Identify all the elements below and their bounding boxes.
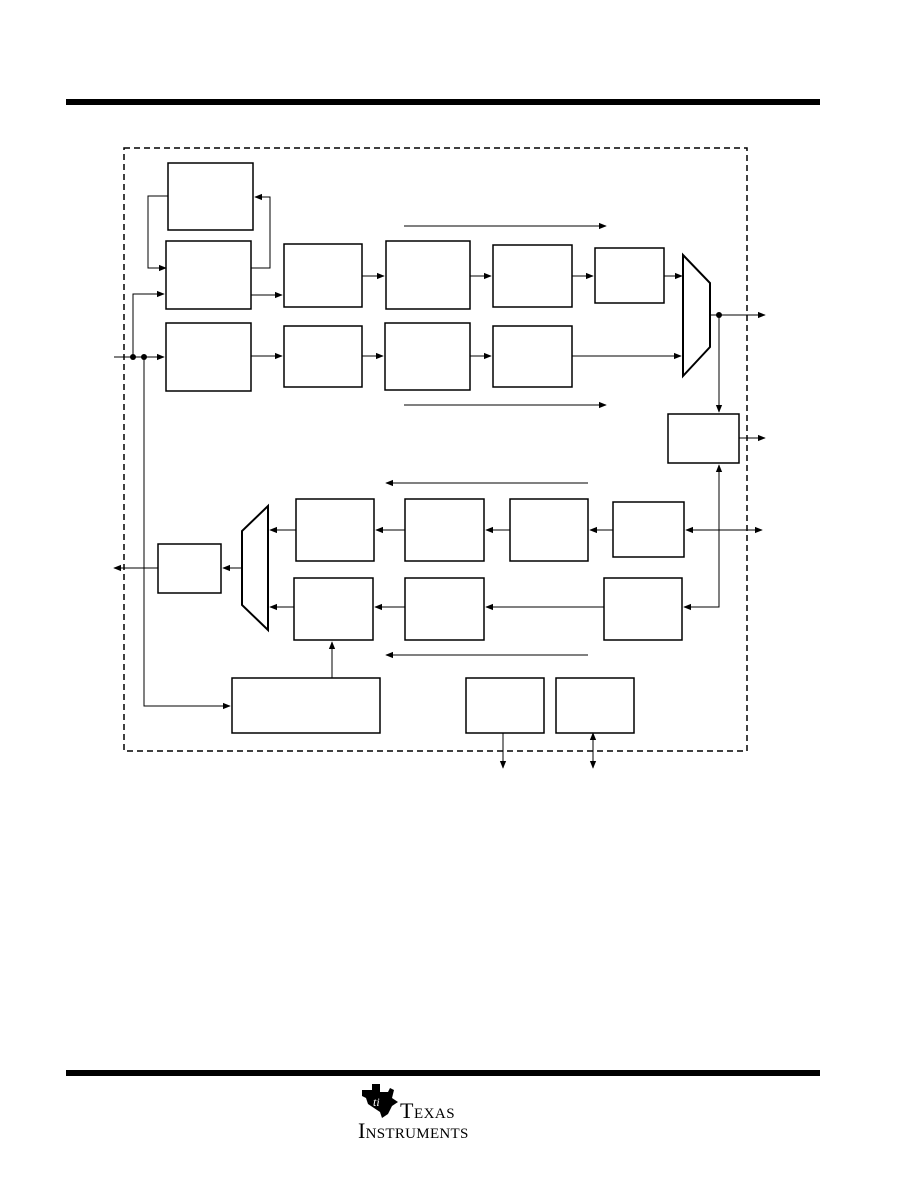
block-rx-out: [157, 543, 222, 594]
block-tx-a5: [594, 247, 665, 304]
logo-text-instruments: Instruments: [358, 1118, 469, 1143]
block-rx-b3: [603, 577, 683, 641]
header-rule: [66, 99, 820, 105]
block-top-aux: [167, 162, 254, 231]
block-ctrl-wide: [231, 677, 381, 734]
block-rx-a4: [612, 501, 685, 558]
block-io-2: [555, 677, 635, 734]
block-tx-b4: [492, 325, 573, 388]
function-blocks: [157, 162, 740, 734]
logo-text-texas: Texas: [400, 1098, 456, 1123]
footer-rule: [66, 1070, 820, 1076]
block-out-ctrl: [667, 413, 740, 464]
block-rx-a2: [404, 498, 485, 562]
junction-dots: [130, 312, 722, 360]
tx-mux: [682, 252, 711, 379]
svg-text:ti: ti: [373, 1095, 380, 1109]
block-tx-a2: [283, 243, 363, 308]
block-rx-a3: [509, 498, 589, 562]
block-tx-b3: [384, 322, 471, 391]
block-tx-in: [165, 240, 252, 310]
ti-state-icon: ti: [362, 1084, 398, 1118]
block-tx-b1: [165, 322, 252, 392]
block-rx-b2: [404, 577, 485, 641]
block-rx-a1: [295, 498, 375, 562]
signal-lines: [113, 193, 766, 769]
block-rx-b1: [293, 577, 374, 641]
rx-mux: [241, 503, 269, 633]
block-io-1: [465, 677, 545, 734]
block-tx-a4: [492, 244, 573, 308]
texas-instruments-logo: ti Texas Instruments: [356, 1084, 526, 1144]
block-tx-b2: [283, 325, 363, 388]
block-tx-a3: [385, 240, 471, 310]
device-boundary: [123, 147, 748, 752]
